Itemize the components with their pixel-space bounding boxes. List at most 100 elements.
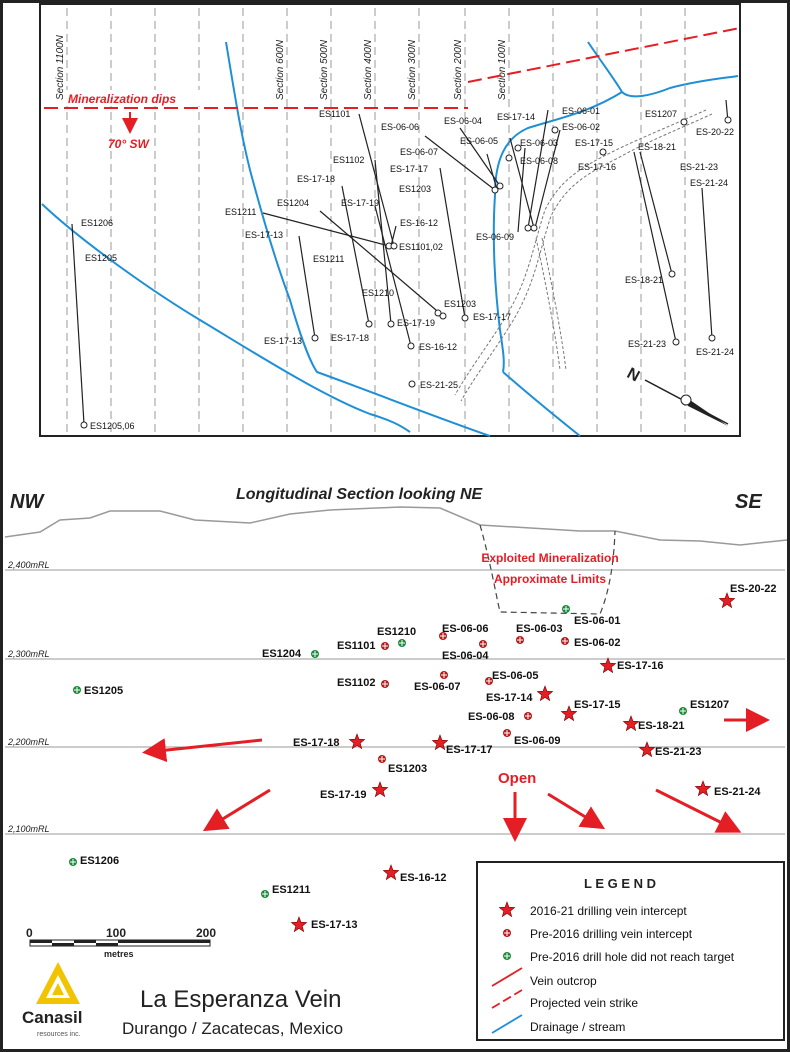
intercept-label: ES-17-19 — [320, 789, 366, 801]
intercept-label: ES-06-09 — [514, 735, 560, 747]
intercept-marker-star — [431, 734, 449, 751]
intercept-label: ES1206 — [80, 855, 119, 867]
topography-profile — [4, 506, 788, 546]
exploited-limit — [479, 524, 616, 615]
intercept-marker-dot — [378, 755, 386, 763]
hole-label: ES-17-13 — [264, 336, 302, 346]
intercept-marker-star — [638, 741, 656, 758]
elevation-label: 2,200mRL — [7, 737, 50, 747]
intercept-label: ES-06-08 — [468, 711, 514, 723]
intercept-marker-star — [599, 657, 617, 674]
intercept-label: ES-06-05 — [492, 670, 538, 682]
plan-map-border — [39, 3, 741, 437]
intercept-marker-dot — [381, 680, 389, 688]
hole-label: ES-06-02 — [562, 122, 600, 132]
section-label-100n: Section 100N — [497, 39, 508, 100]
collar-markers — [80, 116, 732, 429]
legend-item: Drainage / stream — [530, 1020, 625, 1034]
plan-map: Section 1100N Section 600N Section 500N … — [39, 3, 741, 437]
hole-label: ES-06-06 — [381, 122, 419, 132]
road-lines — [454, 109, 713, 402]
legend-red-dot-icon — [503, 929, 511, 937]
hole-label: ES-06-04 — [444, 116, 482, 126]
intercept-label: ES-16-12 — [400, 872, 446, 884]
hole-label: ES1102 — [333, 155, 364, 165]
hole-label: ES-16-12 — [400, 218, 438, 228]
hole-label: ES1203 — [444, 299, 476, 309]
intercept-marker-dot — [479, 640, 487, 648]
hole-label: ES-18-21 — [638, 142, 676, 152]
legend-item: Pre-2016 drilling vein intercept — [530, 927, 693, 941]
legend-box: L E G E N D 2016-21 drilling vein interc… — [476, 861, 785, 1041]
mineralization-label-bg — [66, 90, 206, 106]
intercept-label: ES-06-01 — [574, 615, 620, 627]
intercept-marker-star — [694, 780, 712, 797]
intercept-label: ES1101 — [337, 640, 376, 652]
intercept-label: ES-06-02 — [574, 637, 620, 649]
hole-label: ES1210 — [362, 288, 394, 298]
hole-label: ES-21-25 — [420, 380, 458, 390]
section-label-200n: Section 200N — [453, 39, 464, 100]
drill-traces — [71, 99, 729, 425]
hole-label: ES1207 — [645, 109, 677, 119]
intercept-marker-star — [560, 705, 578, 722]
legend-title: L E G E N D — [584, 876, 656, 891]
intercept-marker-star — [622, 715, 640, 732]
hole-label: ES-18-21 — [625, 275, 663, 285]
company-logo: Canasil resources inc. — [22, 962, 82, 1038]
legend-item: Vein outcrop — [530, 974, 597, 988]
hole-label: ES1203 — [399, 184, 431, 194]
hole-label: ES1205 — [85, 253, 117, 263]
hole-label: ES-17-14 — [497, 112, 535, 122]
legend-item: 2016-21 drilling vein intercept — [530, 904, 687, 918]
intercept-label: ES-17-18 — [293, 737, 339, 749]
hole-label: ES-06-01 — [562, 106, 600, 116]
section-label-400n: Section 400N — [363, 39, 374, 100]
intercept-label: ES-06-03 — [516, 623, 562, 635]
hole-label: ES-06-08 — [520, 156, 558, 166]
intercept-label: ES1205 — [84, 685, 123, 697]
intercept-marker-star — [718, 592, 736, 609]
intercept-marker-dot — [516, 636, 524, 644]
open-label: Open — [498, 770, 536, 787]
intercept-label: ES1210 — [377, 626, 416, 638]
hole-label: ES1101,02 — [399, 242, 443, 252]
intercept-label: ES-17-15 — [574, 699, 620, 711]
legend-star-icon — [498, 901, 516, 918]
intercept-marker-dot — [524, 712, 532, 720]
hole-label: ES-20-22 — [696, 127, 734, 137]
legend-item: Pre-2016 drill hole did not reach target — [530, 950, 735, 964]
legend-green-dot-icon — [503, 952, 511, 960]
scale-bar: 0 100 200 metres — [26, 926, 216, 959]
legend-item: Projected vein strike — [530, 996, 638, 1010]
hole-label: ES-21-24 — [696, 347, 734, 357]
hole-label: ES-17-18 — [331, 333, 369, 343]
map-subtitle: Durango / Zacatecas, Mexico — [122, 1019, 343, 1038]
intercept-marker-dot — [381, 642, 389, 650]
intercept-marker-star — [371, 781, 389, 798]
stream-lines — [41, 41, 739, 437]
hole-label: ES-16-12 — [419, 342, 457, 352]
intercept-label: ES-17-17 — [446, 744, 492, 756]
section-title: Longitudinal Section looking NE — [236, 486, 484, 503]
dip-angle-label: 70° SW — [108, 137, 150, 151]
exploited-label-1: Exploited Mineralization — [481, 551, 618, 565]
hole-label: ES1205,06 — [90, 421, 135, 431]
scale-unit: metres — [104, 949, 134, 959]
intercept-label: ES1204 — [262, 648, 302, 660]
intercept-label: ES-17-16 — [617, 660, 663, 672]
nw-label: NW — [10, 491, 45, 513]
mineralization-dips-label: Mineralization dips — [68, 92, 176, 106]
intercept-marker-green — [261, 890, 269, 898]
elevation-lines — [5, 569, 785, 835]
hole-label: ES-17-18 — [297, 174, 335, 184]
hole-label: ES-17-17 — [390, 164, 428, 174]
intercept-marker-green — [562, 605, 570, 613]
intercept-marker-dot — [485, 677, 493, 685]
elevation-label: 2,100mRL — [7, 824, 50, 834]
intercept-label: ES-17-13 — [311, 919, 357, 931]
hole-label: ES-06-09 — [476, 232, 514, 242]
longitudinal-section: Longitudinal Section looking NE NW SE 2,… — [4, 486, 788, 933]
section-label-300n: Section 300N — [407, 39, 418, 100]
